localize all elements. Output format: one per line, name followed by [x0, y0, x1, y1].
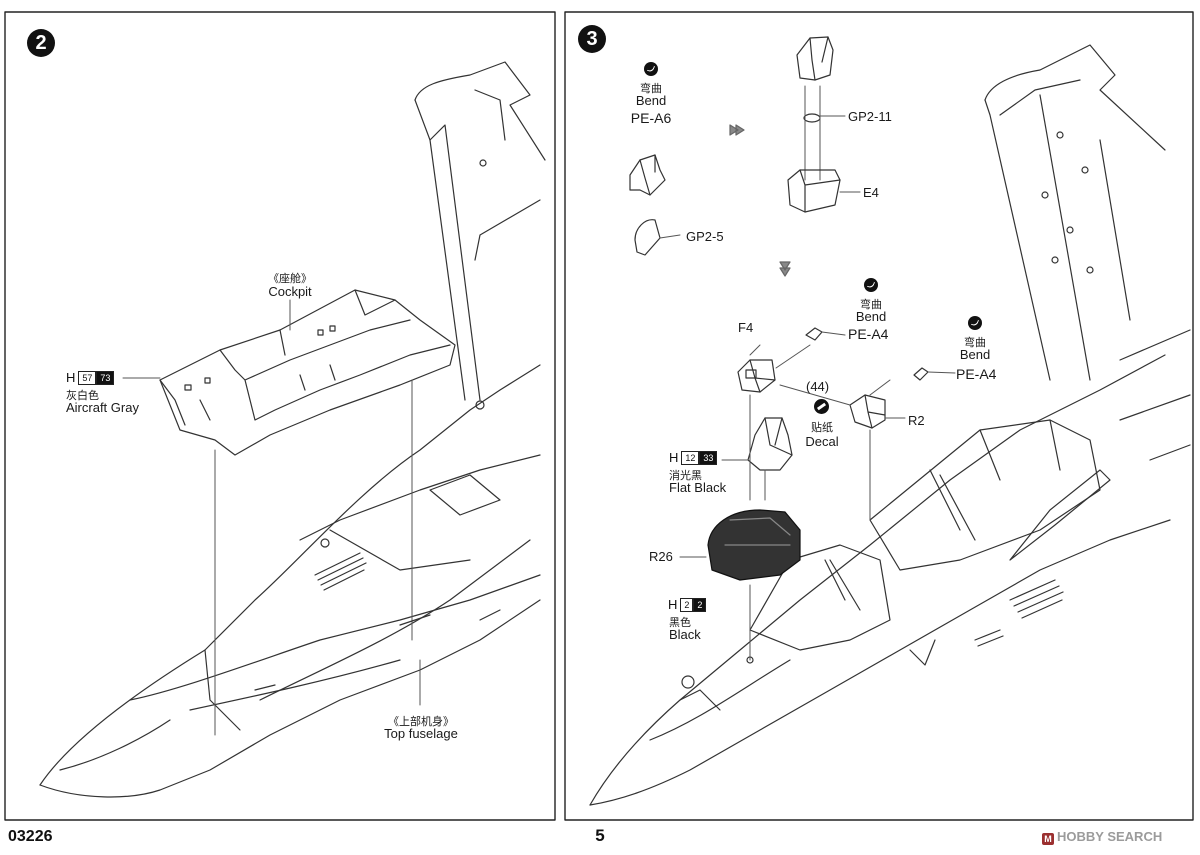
top-fuselage-label-en: Top fuselage	[384, 726, 458, 741]
paint-code-box-dark: 2	[693, 597, 707, 612]
paint-code-box: 12	[681, 450, 700, 465]
paint-prefix: H	[669, 450, 679, 465]
bend-label-cn: 弯曲	[860, 299, 882, 311]
top-fuselage-label-cn: 《上部机身》	[388, 716, 454, 728]
part-f4: F4	[738, 320, 754, 335]
part-r26: R26	[649, 549, 673, 564]
paint-name-en: Aircraft Gray	[66, 400, 139, 415]
part-pe-a4: PE-A4	[848, 326, 889, 342]
paint-prefix: H	[668, 597, 678, 612]
paint-code-black: H 2 2	[668, 597, 707, 612]
bend-icon	[644, 62, 658, 76]
decal-number: (44)	[806, 379, 830, 394]
step-2-badge: 2	[27, 29, 55, 57]
paint-code-box-dark: 73	[96, 370, 115, 385]
bend-label-en: Bend	[855, 309, 887, 324]
part-r2: R2	[908, 413, 925, 428]
step2-fuselage-drawing	[39, 61, 546, 798]
paint-name-cn: 灰白色	[66, 390, 99, 402]
decal-icon	[814, 399, 829, 414]
paint-name-cn: 消光黑	[669, 470, 702, 482]
decal-label-en: Decal	[805, 434, 839, 449]
step-3-badge: 3	[578, 25, 606, 53]
watermark-text: HOBBY SEARCH	[1057, 829, 1163, 844]
step2-frame	[4, 11, 556, 821]
paint-prefix: H	[66, 370, 76, 385]
part-pe-a6: PE-A6	[630, 110, 672, 126]
kit-number: 03226	[8, 828, 53, 845]
paint-code-box-dark: 33	[699, 450, 718, 465]
part-pe-a4: PE-A4	[956, 366, 997, 382]
watermark-logo-icon: M	[1042, 833, 1054, 845]
bend-icon	[864, 278, 878, 292]
decal-label-cn: 贴纸	[811, 422, 833, 434]
bend-label-cn: 弯曲	[964, 337, 986, 349]
part-gp2-11: GP2-11	[848, 109, 892, 124]
step3-frame	[564, 11, 1194, 821]
paint-name-en: Flat Black	[669, 480, 727, 495]
bend-label-cn: 弯曲	[640, 83, 662, 95]
bend-label-en: Bend	[635, 93, 667, 108]
paint-name-en: Black	[669, 627, 701, 642]
paint-code-aircraft-gray: H 57 73	[66, 370, 115, 385]
bend-icon	[968, 316, 982, 330]
paint-code-box: 57	[78, 370, 97, 385]
paint-code-box: 2	[680, 597, 694, 612]
bend-label-en: Bend	[959, 347, 991, 362]
part-e4: E4	[863, 185, 879, 200]
page-number: 5	[595, 826, 605, 845]
cockpit-label-cn: 《座舱》	[268, 273, 312, 285]
cockpit-label-en: Cockpit	[268, 284, 312, 299]
paint-name-cn: 黑色	[669, 617, 691, 629]
step3-fuselage-drawing	[589, 36, 1191, 806]
part-gp2-5: GP2-5	[686, 229, 724, 244]
paint-code-flat-black: H 12 33	[669, 450, 718, 465]
